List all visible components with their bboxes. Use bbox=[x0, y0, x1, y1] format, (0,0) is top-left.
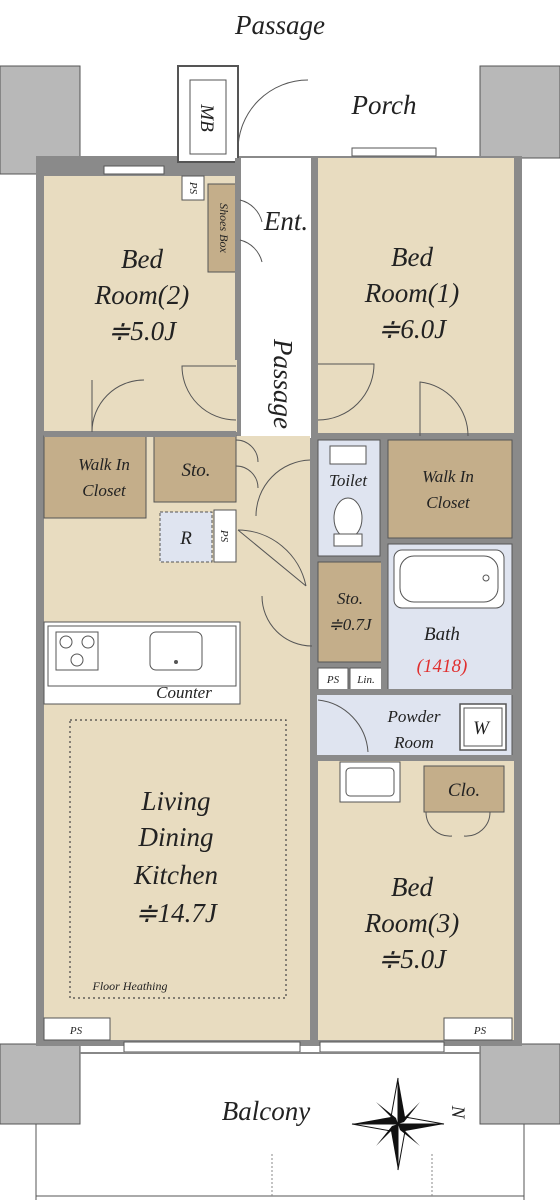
counter-label: Counter bbox=[156, 683, 212, 702]
floor-heating-area bbox=[69, 719, 287, 999]
toilet-label: Toilet bbox=[329, 471, 368, 490]
bathtub-icon bbox=[393, 549, 505, 609]
windows bbox=[103, 147, 445, 1053]
walk-in-closet-left bbox=[43, 435, 147, 519]
toilet-icon bbox=[329, 445, 367, 547]
north-label: N bbox=[447, 1105, 468, 1120]
washer-label: W bbox=[473, 718, 491, 739]
column-top-right bbox=[479, 65, 560, 159]
wic-left-line1: Walk In bbox=[78, 455, 130, 474]
wic-left-line2: Closet bbox=[82, 481, 127, 500]
balcony bbox=[35, 1052, 525, 1200]
ldk-size: ≑14.7J bbox=[135, 898, 219, 928]
bath-label: Bath bbox=[424, 624, 460, 645]
bed2-name1: Bed bbox=[121, 244, 163, 274]
ps-box-bottom-left bbox=[43, 1017, 111, 1041]
bed1-name1: Bed bbox=[391, 242, 433, 272]
sto-upper-label: Sto. bbox=[181, 460, 210, 481]
ps-box-bottom-right bbox=[443, 1017, 513, 1041]
bed-room-2 bbox=[44, 176, 237, 432]
ps-kitchen-label: PS bbox=[218, 529, 230, 543]
shoes-box bbox=[207, 183, 241, 273]
bed2-size: ≑5.0J bbox=[108, 316, 178, 346]
bed3-name2: Room(3) bbox=[364, 908, 459, 938]
closet-bed3 bbox=[423, 765, 505, 813]
wic-right-line2: Closet bbox=[426, 493, 471, 512]
wic-right-line1: Walk In bbox=[422, 467, 474, 486]
sink-icon bbox=[149, 631, 203, 671]
ldk-line3: Kitchen bbox=[133, 860, 218, 890]
bed1-name2: Room(1) bbox=[364, 278, 459, 308]
walk-in-closet-right bbox=[387, 439, 513, 539]
column-bottom-left bbox=[0, 1043, 81, 1125]
ps-bath-label: PS bbox=[326, 674, 340, 686]
ldk-line1: Living bbox=[140, 786, 210, 816]
closet-label: Clo. bbox=[448, 780, 480, 801]
bed3-name1: Bed bbox=[391, 872, 433, 902]
powder-line1: Powder bbox=[387, 707, 441, 726]
ps-box-entrance bbox=[181, 175, 205, 201]
ps-box-kitchen bbox=[213, 509, 237, 563]
bed2-name2: Room(2) bbox=[94, 280, 189, 310]
bed-room-1 bbox=[318, 158, 514, 434]
floor-heating-label: Floor Heathing bbox=[92, 979, 168, 993]
shoes-box-label: Shoes Box bbox=[217, 203, 231, 253]
washbasin-icon bbox=[339, 761, 401, 803]
refrigerator-space bbox=[159, 511, 213, 563]
ps-entrance-label: PS bbox=[187, 181, 199, 195]
column-bottom-right bbox=[479, 1043, 560, 1125]
ps-bottom-right-label: PS bbox=[473, 1025, 487, 1037]
mb-label: MB bbox=[196, 103, 217, 132]
storage-upper bbox=[153, 435, 237, 503]
passage-top-label: Passage bbox=[234, 10, 325, 40]
entrance-corridor bbox=[241, 158, 311, 438]
bath-size-label: (1418) bbox=[417, 656, 468, 677]
bed1-size: ≑6.0J bbox=[378, 314, 448, 344]
corridor-lower bbox=[238, 436, 310, 756]
passage-mid-label: Passage bbox=[268, 338, 298, 429]
entrance-label: Ent. bbox=[263, 206, 308, 236]
washer-icon bbox=[459, 703, 507, 751]
door-swings bbox=[91, 79, 491, 837]
storage-lower bbox=[317, 561, 383, 663]
sto-lower-line1: Sto. bbox=[337, 589, 363, 608]
bed3-size: ≑5.0J bbox=[378, 944, 448, 974]
partition-walls bbox=[44, 158, 514, 1040]
linen-label: Lin. bbox=[356, 674, 374, 686]
balcony-label: Balcony bbox=[222, 1096, 310, 1126]
compass-rose-icon bbox=[351, 1077, 445, 1171]
ldk-line2: Dining bbox=[137, 822, 213, 852]
ps-bottom-left-label: PS bbox=[69, 1025, 83, 1037]
sto-lower-line2: ≑0.7J bbox=[328, 615, 372, 634]
porch-label: Porch bbox=[351, 90, 417, 120]
stove-icon bbox=[55, 631, 99, 671]
powder-line2: Room bbox=[393, 733, 434, 752]
refrigerator-label: R bbox=[179, 528, 192, 549]
